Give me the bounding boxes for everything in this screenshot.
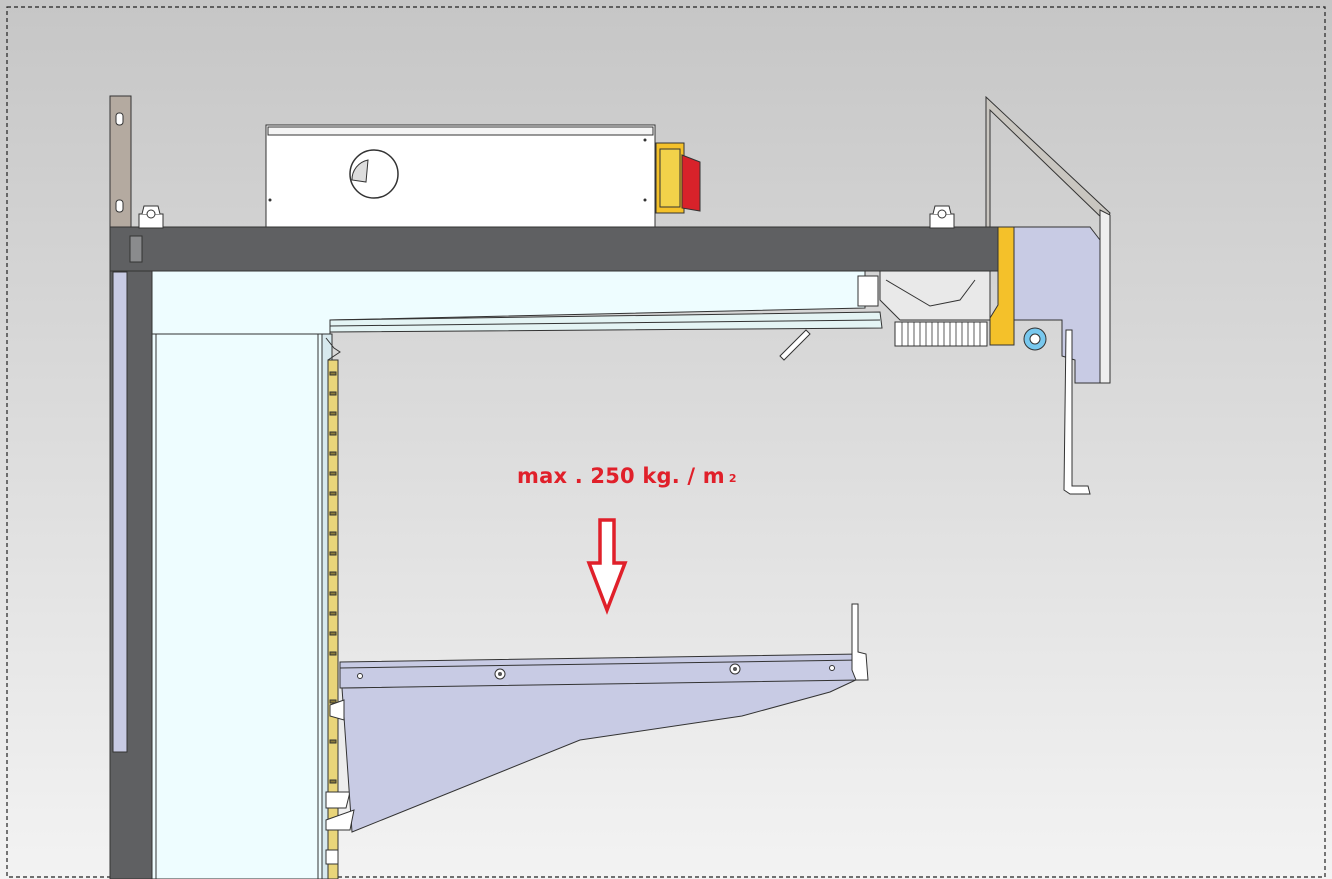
dashed-border bbox=[6, 6, 1326, 878]
load-arrow-down-icon bbox=[586, 518, 628, 615]
shelf-bracket bbox=[325, 603, 869, 833]
lifting-eye-left bbox=[138, 205, 164, 229]
lifting-eye-right bbox=[929, 205, 955, 229]
top-control-box bbox=[265, 124, 701, 228]
left-mounting-strip bbox=[109, 95, 132, 229]
front-canopy-assembly bbox=[779, 95, 1111, 495]
vertical-glass-panel bbox=[151, 333, 333, 879]
top-beam bbox=[109, 226, 1001, 272]
load-capacity-text: max . 250 kg. / m bbox=[517, 464, 725, 488]
top-glass-panel bbox=[151, 270, 883, 335]
left-frame-column bbox=[109, 226, 153, 879]
load-unit-exponent: 2 bbox=[728, 472, 737, 485]
